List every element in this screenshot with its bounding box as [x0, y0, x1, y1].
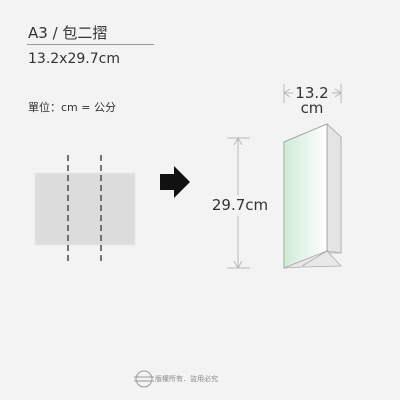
- width-value: 13.2: [295, 84, 328, 102]
- width-unit: cm: [301, 99, 324, 117]
- copyright-text: 版權所有．盜用必究: [155, 375, 218, 383]
- page-title: A3 / 包二摺: [28, 24, 108, 42]
- folded-brochure: [283, 123, 342, 269]
- height-dimension: 29.7cm: [212, 136, 268, 270]
- height-label: 29.7cm: [212, 196, 268, 214]
- logo-icon: [134, 370, 154, 388]
- title-divider: [27, 44, 154, 45]
- width-dimension: 13.2 cm: [283, 84, 342, 117]
- right-arrow-icon: [160, 166, 190, 198]
- flat-sheet: [34, 155, 136, 262]
- unit-note: 單位：cm = 公分: [28, 101, 116, 114]
- size-label: 13.2x29.7cm: [28, 51, 120, 67]
